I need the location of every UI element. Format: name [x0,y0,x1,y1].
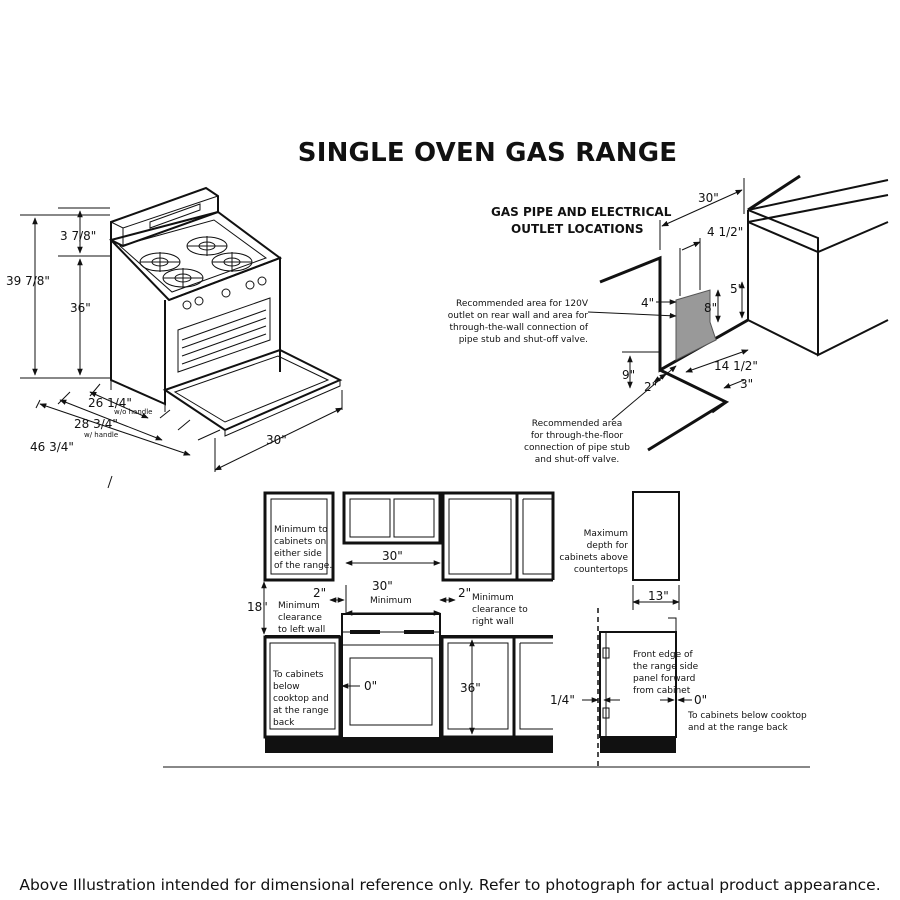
svg-text:to left wall: to left wall [278,625,325,635]
svg-text:To cabinets below cooktop: To cabinets below cooktop [687,711,807,721]
page-title: SINGLE OVEN GAS RANGE [297,138,678,168]
svg-text:Minimum to: Minimum to [274,525,328,535]
range-isometric-view [109,186,343,437]
upper-cabinet-side [632,491,680,581]
upper-width-label: 30" [382,549,403,563]
svg-text:cooktop and: cooktop and [273,694,329,704]
toe-kick [265,737,553,753]
svg-text:pipe stub and shut-off valve.: pipe stub and shut-off valve. [459,335,588,345]
depth-w-handle-label: 28 3/4" [74,417,118,431]
upper-cabinet-left [263,491,335,582]
range-width-label: 30" [266,433,287,447]
svg-text:at the range: at the range [273,706,329,716]
lower-cabinet-note: To cabinets below cooktop and at the ran… [272,670,329,728]
range-dimensions: 39 7/8" 3 7/8" 36" 26 1/4" w/o handle 28… [6,207,343,489]
min-width-label: 30" [372,579,393,593]
dim-5-label: 5" [730,282,743,296]
left-wall-note: Minimum clearance to left wall [278,601,325,635]
min-cabinet-note: Minimum to cabinets on either side of th… [274,525,332,571]
pipe-width-label: 30" [698,191,719,205]
upper-depth-label: 13" [648,589,669,603]
quarter-inch-label: 1/4" [550,693,575,707]
upper-cabinet-over-range [342,491,442,545]
svg-text:Minimum: Minimum [472,593,514,603]
svg-text:Recommended area for 120V: Recommended area for 120V [456,299,589,309]
svg-text:Maximum: Maximum [584,529,628,539]
dim-3-label: 3" [740,377,753,391]
svg-text:connection of pipe stub: connection of pipe stub [524,443,630,453]
max-depth-note: Maximum depth for cabinets above counter… [559,529,628,575]
svg-text:right wall: right wall [472,617,514,627]
side-zero-note: To cabinets below cooktop and at the ran… [687,711,807,733]
wall-area-note: Recommended area for 120V outlet on rear… [448,299,589,345]
dim-2-label: 2" [644,380,657,394]
svg-text:from cabinet: from cabinet [633,686,691,696]
side-clearance-view: 13" Maximum depth for cabinets above cou… [550,491,807,768]
svg-text:either side: either side [274,549,322,559]
burner-grates [139,236,253,288]
dim-8-label: 8" [704,301,717,315]
lower-cabinet-right [440,635,516,739]
disclaimer-note: Above Illustration intended for dimensio… [19,876,881,894]
floor-area-note: Recommended area for through-the-floor c… [524,419,630,465]
svg-text:Minimum: Minimum [278,601,320,611]
left-gap-label: 2" [313,586,326,600]
depth-door-open-label: 46 3/4" [30,440,74,454]
cooktop-height-label: 36" [70,301,91,315]
svg-text:panel forward: panel forward [633,674,695,684]
svg-text:depth for: depth for [587,541,629,551]
svg-text:of the range.: of the range. [274,561,332,571]
svg-text:back: back [273,718,295,728]
svg-text:for through-the-floor: for through-the-floor [531,431,624,441]
dim-14-1-2-label: 14 1/2" [714,359,758,373]
right-wall-note: Minimum clearance to right wall [472,593,528,627]
right-gap-label: 2" [458,586,471,600]
upper-cabinet-right [441,491,519,582]
gas-pipe-heading-2: OUTLET LOCATIONS [511,222,643,236]
depth-wo-handle-note: w/o handle [114,408,152,416]
counter-height-label: 36" [460,681,481,695]
zero-gap-label: 0" [364,679,377,693]
side-zero-label: 0" [694,693,707,707]
gas-pipe-heading-1: GAS PIPE AND ELECTRICAL [491,205,672,219]
svg-text:and at the range back: and at the range back [688,723,789,733]
svg-text:cabinets on: cabinets on [274,537,326,547]
svg-text:Front edge of: Front edge of [633,650,693,660]
height-18-label: 18" [247,600,268,614]
front-clearance-view: Minimum to cabinets on either side of th… [163,491,810,768]
depth-wo-handle-label: 26 1/4" [88,396,132,410]
svg-text:through-the-wall connection of: through-the-wall connection of [450,323,589,333]
min-width-caption: Minimum [370,596,412,606]
svg-text:cabinets above: cabinets above [559,553,628,563]
svg-text:clearance: clearance [278,613,322,623]
depth-w-handle-note: w/ handle [84,431,118,439]
gas-pipe-diagram: GAS PIPE AND ELECTRICAL OUTLET LOCATIONS [448,174,889,465]
dim-4-1-2-label: 4 1/2" [707,225,743,239]
svg-text:below: below [273,682,300,692]
dim-9-label: 9" [622,368,635,382]
overall-height-label: 39 7/8" [6,274,50,288]
svg-text:the range side: the range side [633,662,699,672]
svg-text:outlet on rear wall and area f: outlet on rear wall and area for [448,311,588,321]
dim-4-label: 4" [641,296,654,310]
lower-cabinet-left [263,635,342,739]
svg-text:and shut-off valve.: and shut-off valve. [535,455,619,465]
svg-text:countertops: countertops [574,565,628,575]
svg-text:To cabinets: To cabinets [272,670,324,680]
control-knobs [182,276,267,310]
svg-text:clearance to: clearance to [472,605,528,615]
front-edge-note: Front edge of the range side panel forwa… [633,650,699,696]
svg-text:Recommended area: Recommended area [532,419,623,429]
backguard-height-label: 3 7/8" [60,229,96,243]
recommended-area-shaded [675,289,717,361]
adjacent-cabinet [747,179,889,357]
